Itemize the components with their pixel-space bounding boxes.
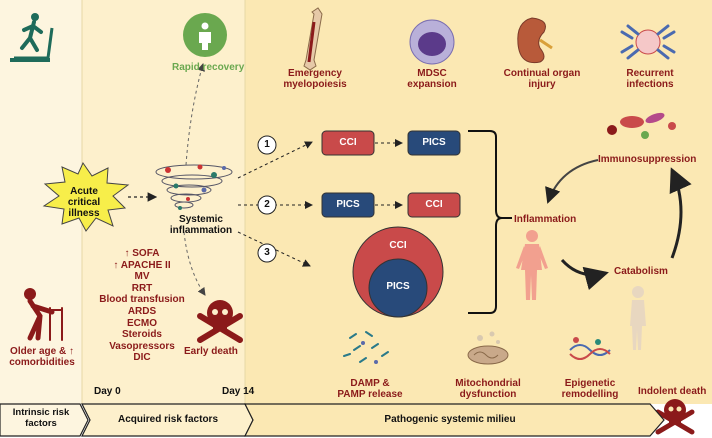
immunosuppression-label: Immunosuppression [598,154,697,165]
pathway-2-badge [257,195,277,215]
catabolism-label: Catabolism [614,266,668,277]
factor-item: RRT [131,282,153,294]
pathway-3-badge [257,243,277,263]
converging-bracket [468,130,512,314]
particles-icon [343,331,389,364]
pathway-2-second-label: CCI [425,199,443,210]
emergency-myelopoiesis-label: Emergency myelopoiesis [283,68,347,91]
mitochondrial-dysfunction-label: Mitochondrial dysfunction [455,378,521,401]
skull-crossbones-icon [197,300,243,343]
pathway-1-second-label: PICS [422,137,446,148]
day14-label: Day 14 [222,386,255,397]
pathway-3-inner-label: PICS [386,281,410,292]
timeline-stage2-label: Acquired risk factors [117,414,219,425]
epigenetic-remodelling-label: Epigenetic remodelling [561,378,619,401]
older-age-label: Older age & ↑ comorbidities [9,346,75,369]
factor-item: Vasopressors [109,340,175,352]
timeline-stage1-arrow [0,403,89,437]
kidney-icon [517,17,553,64]
cell-icon [409,19,455,65]
acquired-factors-list: ↑ SOFA ↑ APACHE II MV RRT Blood transfus… [92,248,192,364]
indolent-death-skull-icon [655,399,695,435]
pathway-2-number: 2 [264,199,270,210]
indolent-death-label: Indolent death [638,386,707,397]
inflammation-label: Inflammation [514,214,577,225]
factor-item: Blood transfusion [99,294,185,306]
timeline-stage3-arrow [244,403,665,437]
timeline-stage3-label: Pathogenic systemic milieu [384,414,516,425]
factor-item: ↑ APACHE II [113,259,171,271]
catabolic-body-icon [630,286,646,350]
systemic-inflammation-label: Systemic inflammation [169,214,233,237]
rapid-recovery-label: Rapid recovery [172,62,245,73]
zone-pathogenic [245,0,712,404]
recovery-person-icon [183,13,227,57]
early-death-label: Early death [184,346,238,357]
day0-label: Day 0 [94,386,121,397]
continual-organ-injury-label: Continual organ injury [503,68,581,91]
mitochondria-icon [467,331,509,365]
factor-item: ARDS [127,305,157,317]
antibody-icon [620,24,676,60]
factor-item: ECMO [127,317,157,329]
pathway-1-second-box [407,130,461,156]
pathway-3-outer-label: CCI [389,240,407,251]
treadmill-runner-icon [10,13,54,62]
pathway-3-number: 3 [264,247,270,258]
pathway-2-first-label: PICS [336,199,360,210]
pathway-2-first-box [321,192,375,218]
factor-item: DIC [133,352,151,364]
acute-illness-label: Acute critical illness [67,186,101,220]
pathway-1-number: 1 [264,139,270,150]
mdsc-expansion-label: MDSC expansion [407,68,457,91]
pathogens-icon [607,112,676,139]
pathway-2-second-box [407,192,461,218]
timeline-stage1-label: Intrinsic risk factors [12,407,70,429]
pathway-1-first-box [321,130,375,156]
factor-item: MV [134,271,150,283]
damp-pamp-label: DAMP & PAMP release [337,378,403,401]
dna-icon [569,337,611,360]
pathway-1-badge [257,135,277,155]
older-adult-walker-icon [24,288,63,341]
pics-inner-circle [368,258,428,318]
pathway-1-first-label: CCI [339,137,357,148]
factor-item: Steroids [121,329,162,341]
bone-icon [303,7,323,71]
tornado-icon [155,164,233,210]
factor-item: ↑ SOFA [124,248,160,259]
recurrent-infections-label: Recurrent infections [626,68,674,91]
acute-illness-starburst [42,161,130,232]
inflamed-body-icon [516,230,548,300]
